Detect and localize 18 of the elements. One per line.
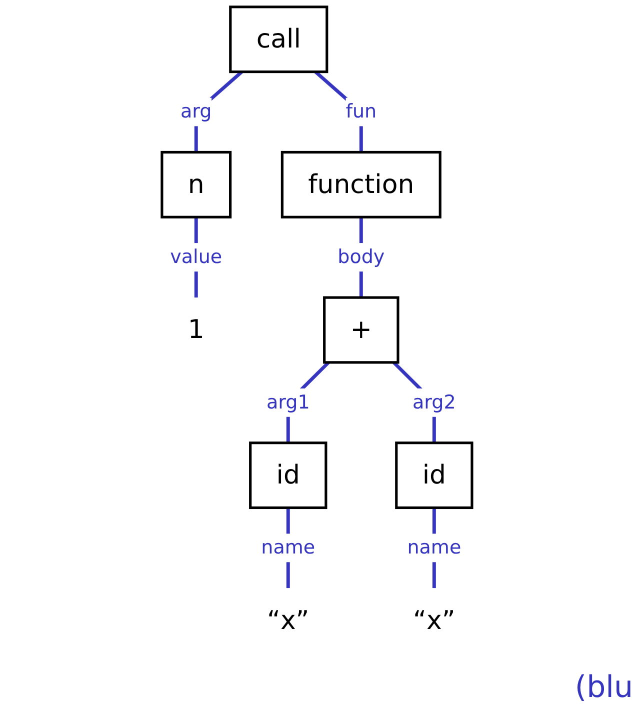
- node-text: 1: [188, 314, 204, 346]
- edge-label: name: [407, 537, 462, 559]
- node-box: +: [322, 296, 400, 364]
- edge-label: name: [261, 537, 316, 559]
- node-box: call: [229, 6, 328, 74]
- edge-label: body: [338, 246, 385, 268]
- edge-label: fun: [346, 101, 376, 123]
- node-box: id: [248, 442, 328, 510]
- edge-label: value: [170, 246, 222, 268]
- edge-label: arg: [180, 101, 212, 123]
- edge-label: arg2: [412, 392, 456, 414]
- node-text: “x”: [266, 605, 310, 636]
- node-box: function: [280, 150, 442, 218]
- node-box: n: [160, 150, 232, 218]
- edge-label: arg1: [266, 392, 310, 414]
- node-box: id: [395, 442, 474, 510]
- note-text: (blu: [574, 670, 633, 705]
- node-text: “x”: [412, 605, 456, 636]
